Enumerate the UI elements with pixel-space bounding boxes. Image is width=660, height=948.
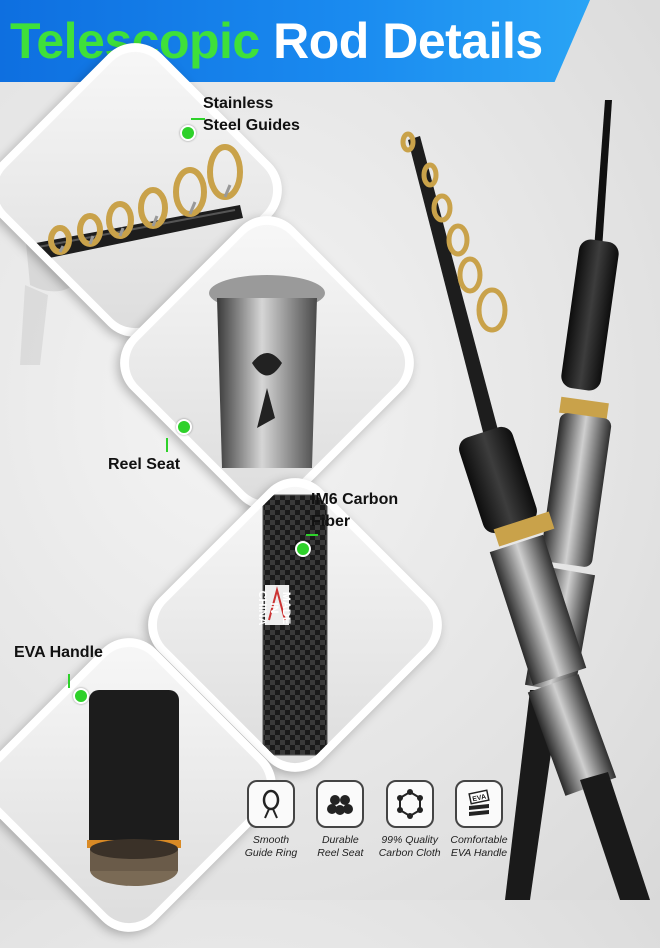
reel-seat-callout: Reel Seat bbox=[108, 456, 181, 473]
reel-seat-illustration bbox=[209, 275, 325, 468]
eva-handle-callout: EVA Handle bbox=[14, 644, 103, 661]
feature-eva-handle-line1: Comfortable bbox=[450, 834, 508, 846]
made-in-china-line1: MADE bbox=[280, 591, 292, 625]
eva-handle-callout-dot bbox=[73, 688, 89, 704]
reel-seat-callout-line bbox=[166, 438, 168, 452]
feature-eva-handle-line2: EVA Handle bbox=[450, 847, 508, 859]
made-in-china-line2: IN bbox=[268, 602, 280, 614]
guides-callout-line bbox=[191, 118, 205, 120]
made-in-china-print: MADE IN CHINA bbox=[256, 588, 292, 628]
title-rest: Rod Details bbox=[273, 13, 543, 69]
eva-badge-text: EVA bbox=[472, 794, 487, 804]
feature-icons-row: Smooth Guide Ring Durable Reel Seat 99% … bbox=[240, 780, 510, 890]
carbon-fiber-callout-line bbox=[306, 534, 318, 536]
feature-eva-handle: EVA Comfortable EVA Handle bbox=[448, 780, 510, 890]
page-title: Telescopic Rod Details bbox=[10, 12, 543, 70]
guides-detail-panel bbox=[0, 27, 298, 353]
reel-seat-icon bbox=[316, 780, 365, 828]
feature-reel-seat-line1: Durable bbox=[321, 834, 359, 846]
feature-carbon-cloth: 99% Quality Carbon Cloth bbox=[379, 780, 441, 890]
carbon-fiber-detail-panel bbox=[132, 462, 458, 788]
feature-reel-seat-line2: Reel Seat bbox=[317, 847, 364, 859]
guides-callout-dot bbox=[180, 125, 196, 141]
feature-carbon-cloth-line2: Carbon Cloth bbox=[378, 847, 441, 859]
eva-handle-detail-panel bbox=[0, 622, 292, 948]
eva-handle-icon: EVA bbox=[454, 780, 503, 828]
carbon-fiber-callout: IM6 Carbon Fiber bbox=[311, 491, 399, 530]
feature-carbon-cloth-line1: 99% Quality bbox=[381, 834, 438, 846]
feature-guide-ring-line2: Guide Ring bbox=[244, 847, 298, 859]
reel-seat-callout-dot bbox=[176, 419, 192, 435]
guide-ring-icon bbox=[247, 780, 295, 828]
carbon-fiber-callout-dot bbox=[295, 541, 311, 557]
feature-reel-seat: Durable Reel Seat bbox=[309, 780, 371, 890]
feature-guide-ring-line1: Smooth bbox=[252, 834, 290, 846]
eva-handle-illustration bbox=[87, 690, 181, 886]
carbon-fiber-illustration bbox=[262, 494, 328, 756]
eva-handle-callout-line bbox=[68, 674, 70, 688]
feature-guide-ring: Smooth Guide Ring bbox=[240, 780, 302, 890]
telescopic-rod-product-image bbox=[400, 100, 650, 900]
guides-illustration bbox=[24, 144, 244, 262]
reel-seat-detail-panel bbox=[104, 200, 430, 526]
carbon-cloth-icon bbox=[385, 780, 434, 828]
guides-callout: Stainless Steel Guides bbox=[203, 95, 300, 134]
made-in-china-line3: CHINA bbox=[256, 590, 268, 626]
